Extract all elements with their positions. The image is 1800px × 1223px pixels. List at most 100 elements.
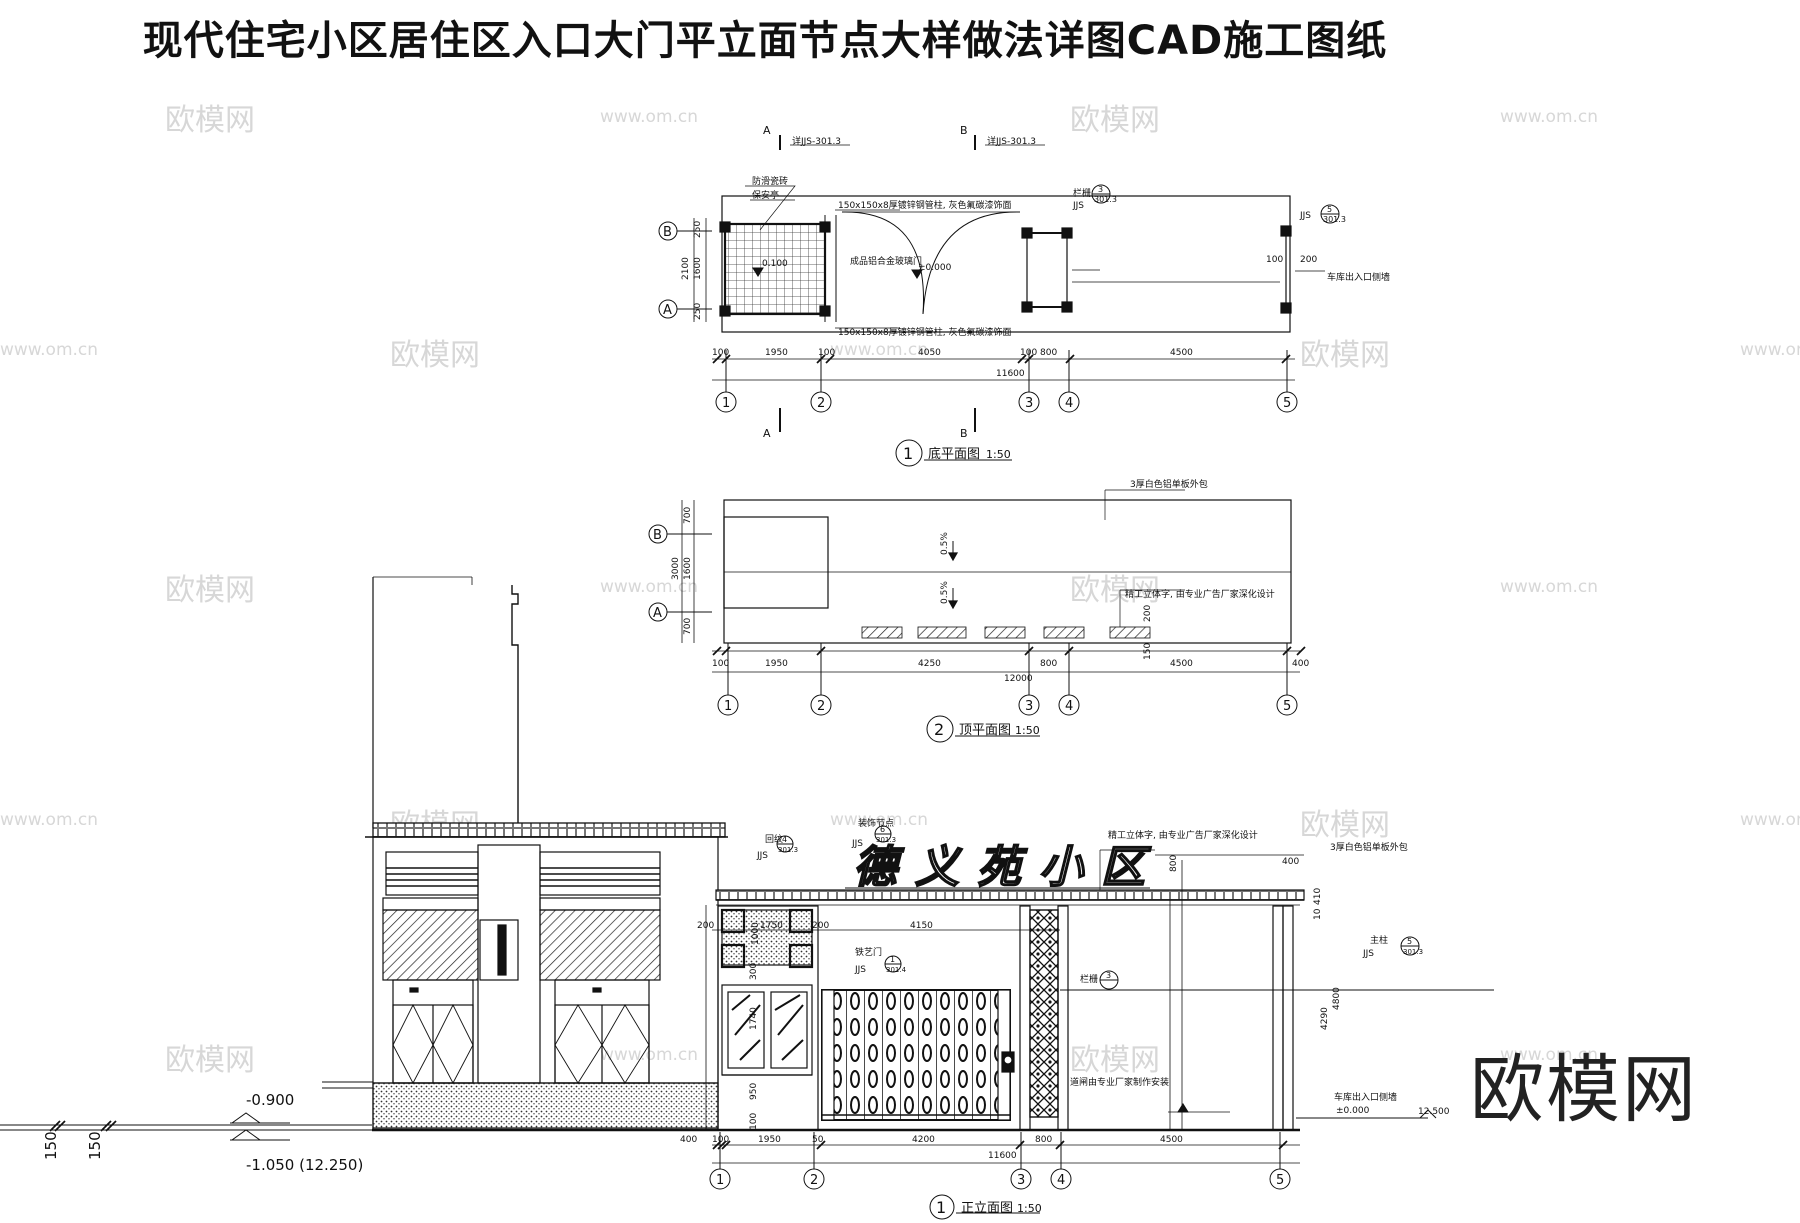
slope: 0.5% (940, 532, 950, 555)
ref-sheet: 301.3 (1403, 948, 1423, 956)
dim-label: 250 (693, 221, 703, 238)
grid-row-label: A (663, 303, 672, 318)
watermark-url: www.om.cn (600, 577, 698, 597)
axis-label: 2 (817, 396, 825, 411)
axis-label: 5 (1283, 396, 1291, 411)
dim-label: 1950 (765, 348, 788, 358)
watermark-url: www.om.cn (1500, 107, 1598, 127)
dim-label: 800 (1169, 855, 1179, 872)
note: JJS (854, 965, 866, 975)
drawing-title: 顶平面图 (959, 723, 1011, 738)
level: 0.100 (762, 259, 788, 269)
axis-label: 1 (722, 396, 730, 411)
watermark: 欧模网 (165, 573, 255, 608)
dim-label: 100 (749, 1113, 759, 1130)
section-b-label: B (960, 427, 968, 440)
dim-label: 100 (712, 1135, 729, 1145)
elevation-building (0, 576, 1300, 1132)
axis-label: 2 (810, 1173, 818, 1188)
ref-num: 6 (880, 825, 885, 834)
section-a-label: A (763, 124, 771, 137)
dim-label: 100 (818, 348, 835, 358)
ref-sheet: 301.3 (876, 836, 896, 844)
dim-label: 400 (1282, 857, 1299, 867)
axis-label: 4 (1065, 396, 1073, 411)
dim-label: 400 (680, 1135, 697, 1145)
dim-label: 250 (693, 303, 703, 320)
dim-label: 4200 (912, 1135, 935, 1145)
dim-label: 4500 (1170, 348, 1193, 358)
section-ref: 详JJS-301.3 (792, 135, 841, 147)
note: 精工立体字, 由专业广告厂家深化设计 (1125, 588, 1275, 600)
ref-sheet: 301.3 (1094, 195, 1117, 204)
dim-label: 100 (1266, 255, 1283, 265)
level: ±0.000 (1336, 1106, 1370, 1116)
level: -0.900 (246, 1091, 294, 1109)
axis-label: 3 (1025, 699, 1033, 714)
dim-label: 1000 (751, 922, 761, 945)
watermark: 欧模网 (1070, 1043, 1160, 1078)
note: 3厚白色铝单板外包 (1330, 841, 1408, 853)
dim-label: 700 (683, 507, 693, 524)
note: JJS (1299, 211, 1311, 221)
ref-num: 1 (890, 955, 895, 964)
ref-num: 4 (782, 835, 787, 844)
dim-label: 1740 (749, 1007, 759, 1030)
plan-roof (681, 489, 1300, 673)
dim-label: 4150 (910, 921, 933, 931)
grid-row-label: B (663, 225, 672, 240)
note: 栏栅 (1073, 187, 1091, 199)
note: 回纹 (765, 833, 783, 845)
note: 防滑瓷砖 (752, 175, 788, 187)
note: JJS (851, 839, 863, 849)
watermark: 欧模网 (1300, 808, 1390, 843)
watermark-url: www.om.cn (830, 340, 928, 360)
dim-label: 100 (712, 348, 729, 358)
dim-label: 950 (749, 1083, 759, 1100)
axis-label: 1 (724, 699, 732, 714)
dim-label: 400 (1292, 659, 1309, 669)
section-ref: 详JJS-301.3 (987, 135, 1036, 147)
ref-sheet: 301.3 (1323, 215, 1346, 224)
note: 铁艺门 (855, 946, 882, 958)
grid-row-label: B (653, 528, 662, 543)
drawing-title: 底平面图 (928, 446, 980, 462)
dim-label: 50 (812, 1135, 824, 1145)
level: 12.500 (1418, 1107, 1450, 1117)
note: 精工立体字, 由专业广告厂家深化设计 (1108, 829, 1258, 841)
ref-num: 3 (1098, 185, 1103, 194)
note: 150x150x8厚镀锌钢管柱, 灰色氟碳漆饰面 (838, 326, 1011, 338)
axis-label: 3 (1025, 396, 1033, 411)
level: -1.050 (12.250) (246, 1156, 363, 1174)
watermark: 欧模网 (165, 1043, 255, 1078)
dim-label: 200 (1300, 255, 1317, 265)
dim-label: 1750 (760, 921, 783, 931)
dim-label: 4250 (918, 659, 941, 669)
dim-total: 11600 (988, 1151, 1017, 1161)
plan-roof-letters (861, 626, 1151, 639)
note: JJS (756, 851, 768, 861)
note: 主柱 (1370, 934, 1388, 946)
drawing-scale: 1:50 (986, 448, 1011, 461)
dim-label: 200 (1143, 605, 1153, 622)
section-a-label: A (763, 427, 771, 440)
drawing-title: 正立面图 (961, 1201, 1013, 1216)
drawing-scale: 1:50 (1017, 1202, 1042, 1215)
note: 道闸由专业厂家制作安装 (1070, 1076, 1169, 1088)
note: 装饰节点 (858, 817, 894, 829)
plan-roof-grid (648, 524, 1298, 743)
watermark-url: www.om.cn (1740, 810, 1800, 830)
dim-label: 1950 (765, 659, 788, 669)
dim-label: 4500 (1160, 1135, 1183, 1145)
dim-label: 1600 (683, 557, 693, 580)
dim-total: 12000 (1004, 674, 1033, 684)
dim-label: 800 (1035, 1135, 1052, 1145)
dim-label: 100 (712, 659, 729, 669)
drawing-number: 1 (936, 1198, 946, 1217)
dim-label: 700 (683, 618, 693, 635)
ref-num: 5 (1327, 205, 1332, 214)
section-b-label: B (960, 124, 968, 137)
watermark-url: www.om.cn (600, 107, 698, 127)
dim-label: 300 (749, 963, 759, 980)
axis-label: 4 (1065, 699, 1073, 714)
